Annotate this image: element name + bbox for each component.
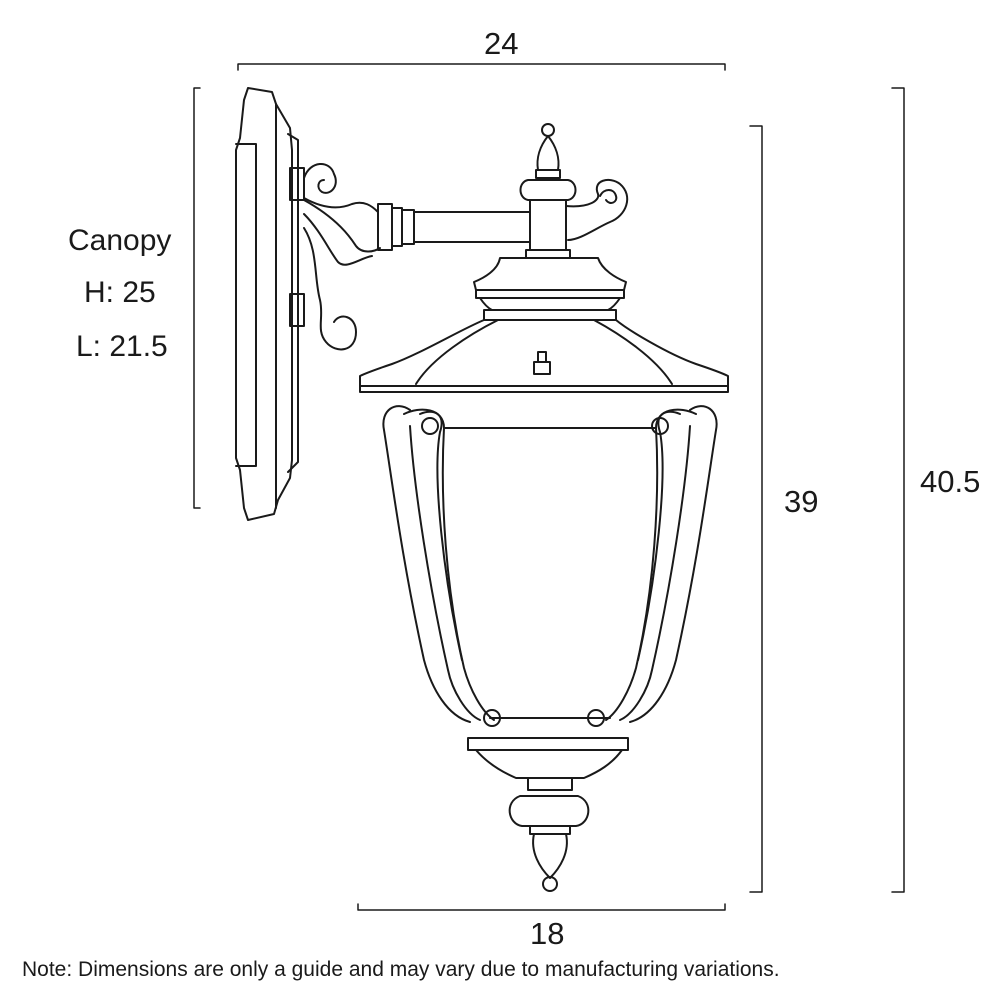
top-finial — [519, 123, 629, 259]
wall-canopy — [235, 87, 305, 521]
top-width-label: 24 — [484, 26, 519, 61]
total-height-dimension-line — [891, 87, 905, 893]
lantern-roof — [359, 257, 729, 393]
lantern-height-label: 39 — [784, 484, 819, 519]
canopy-length-label: L: 21.5 — [76, 330, 168, 363]
bottom-width-label: 18 — [530, 916, 565, 951]
support-arm — [413, 211, 531, 243]
top-width-dimension-line — [237, 63, 726, 71]
lantern-body — [382, 405, 718, 727]
scroll-bracket — [303, 163, 415, 351]
canopy-dimension-line — [193, 87, 201, 509]
total-height-label: 40.5 — [920, 464, 981, 499]
canopy-title: Canopy — [68, 224, 172, 257]
bottom-width-dimension-line — [357, 903, 726, 911]
canopy-height-label: H: 25 — [84, 276, 156, 309]
dimension-lines — [193, 63, 905, 911]
bottom-finial — [467, 737, 629, 892]
disclaimer-note: Note: Dimensions are only a guide and ma… — [22, 958, 780, 981]
lantern-height-dimension-line — [749, 125, 763, 893]
